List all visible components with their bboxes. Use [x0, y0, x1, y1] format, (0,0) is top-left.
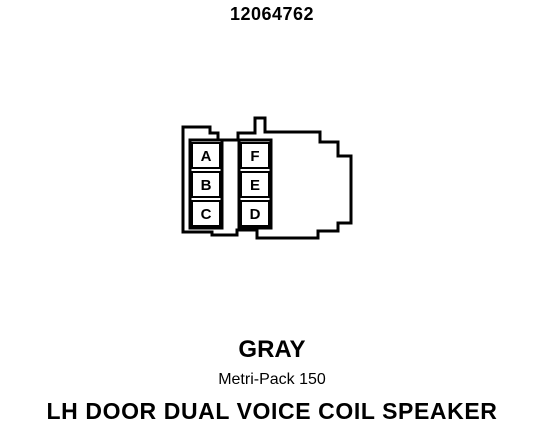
pin-cavity-d — [240, 200, 270, 227]
left-cavity-block — [188, 138, 224, 230]
pin-label-d: D — [250, 206, 261, 223]
connector-title: LH DOOR DUAL VOICE COIL SPEAKER — [46, 398, 498, 424]
right-cavity-block — [237, 138, 273, 230]
pin-cavity-a — [191, 142, 221, 169]
pin-cavity-e — [240, 171, 270, 198]
pin-label-f: F — [250, 148, 259, 165]
pin-label-e: E — [250, 177, 260, 194]
pin-cavity-b — [191, 171, 221, 198]
pin-cavity-f — [240, 142, 270, 169]
part-number: 12064762 — [229, 4, 315, 24]
connector-color: GRAY — [238, 336, 306, 363]
pin-cavity-c — [191, 200, 221, 227]
pin-label-a: A — [201, 148, 212, 165]
connector-family: Metri-Pack 150 — [218, 371, 326, 388]
pin-label-b: B — [201, 177, 212, 194]
pin-label-c: C — [201, 206, 212, 223]
connector-housing — [181, 116, 353, 240]
